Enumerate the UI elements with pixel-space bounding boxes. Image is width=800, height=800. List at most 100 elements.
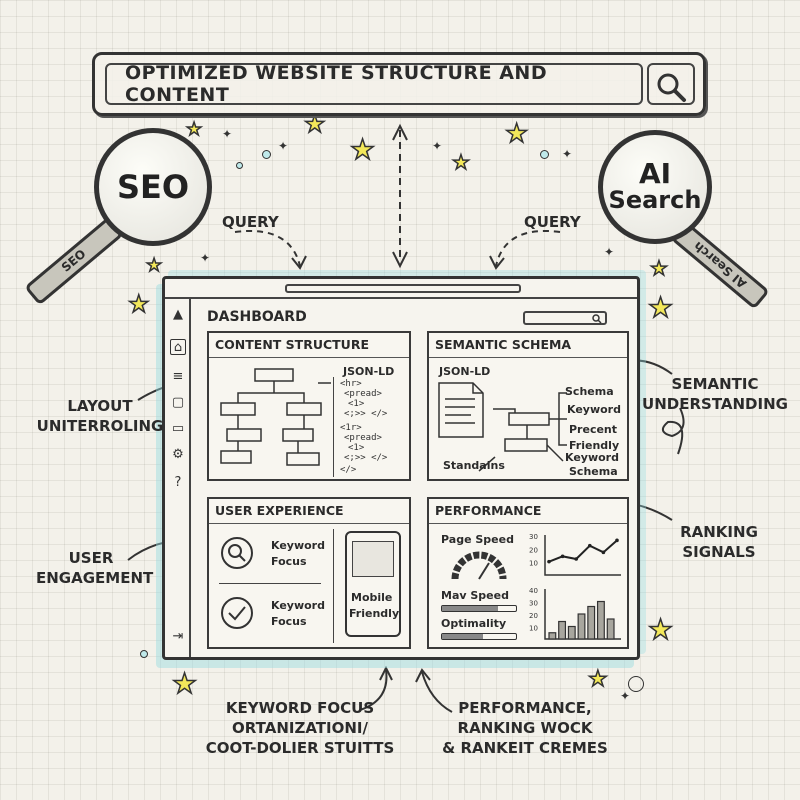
dot-icon bbox=[540, 150, 549, 159]
sparkle-icon: ✦ bbox=[432, 139, 443, 153]
home-icon[interactable]: ⌂ bbox=[170, 339, 186, 355]
schema-label: Standains bbox=[443, 459, 505, 472]
content-structure-panel[interactable]: CONTENT STRUCTURE JSON-LD <hr> <pread> <… bbox=[207, 331, 411, 481]
help-icon[interactable]: ? bbox=[174, 475, 182, 490]
callout-line: ENGAGEMENT bbox=[36, 569, 154, 587]
performance-callout: PERFORMANCE, RANKING WOCK & RANKEIT CREM… bbox=[430, 698, 620, 758]
divider bbox=[219, 583, 321, 584]
ux-item-label: Focus bbox=[271, 615, 307, 628]
line-point bbox=[547, 559, 551, 564]
panel-divider bbox=[429, 357, 627, 358]
star-icon: ★ bbox=[303, 110, 326, 138]
panel-divider bbox=[209, 357, 409, 358]
y-tick-label: 10 bbox=[529, 625, 538, 633]
optimality-fill bbox=[442, 634, 483, 639]
schema-label: Precent bbox=[569, 423, 618, 436]
gear-icon[interactable]: ⚙ bbox=[172, 447, 184, 462]
logout-icon[interactable]: ⇥ bbox=[172, 629, 184, 644]
code-line: <hr> bbox=[340, 379, 362, 389]
json-ld-label: JSON-LD bbox=[439, 365, 491, 378]
dashboard-window: ▲ ⌂ ≡ ▢ ▭ ⚙ ? ⇥ DASHBOARD CONTENT STRUCT… bbox=[162, 276, 640, 660]
query-left-label: QUERY bbox=[222, 213, 279, 231]
divider bbox=[333, 529, 334, 643]
code-line: <1r> bbox=[340, 423, 362, 433]
ai-search-magnifier-icon: AI Search bbox=[598, 130, 712, 244]
callout-line: LAYOUT bbox=[67, 397, 133, 415]
semantic-schema-title: SEMANTIC SCHEMA bbox=[435, 337, 572, 352]
schema-label: Friendly bbox=[569, 439, 620, 452]
folder-icon[interactable]: ▭ bbox=[171, 421, 185, 436]
mav-speed-label: Mav Speed bbox=[441, 589, 509, 602]
star-icon: ★ bbox=[451, 149, 470, 175]
dashboard-sidebar: ▲ ⌂ ≡ ▢ ▭ ⚙ ? ⇥ bbox=[165, 299, 191, 657]
code-line: <1> bbox=[348, 399, 365, 409]
schema-label: Keyword bbox=[567, 403, 621, 416]
bar bbox=[558, 620, 567, 640]
y-tick-label: 30 bbox=[529, 600, 538, 608]
page-title: OPTIMIZED WEBSITE STRUCTURE AND CONTENT bbox=[125, 62, 548, 106]
query-right-label: QUERY bbox=[524, 213, 581, 231]
mav-speed-bar bbox=[441, 605, 517, 612]
code-line: <pread> bbox=[344, 433, 382, 443]
sparkle-icon: ✦ bbox=[222, 127, 233, 141]
line-point bbox=[601, 550, 606, 555]
phone-screen bbox=[352, 541, 394, 577]
y-tick-label: 20 bbox=[529, 612, 538, 620]
json-ld-label: JSON-LD bbox=[343, 365, 395, 378]
logo-icon: ▲ bbox=[173, 307, 183, 322]
mobile-phone-icon: Mobile Friendly bbox=[345, 531, 401, 637]
callout-line: UNDERSTANDING bbox=[642, 395, 788, 413]
y-tick-label: 20 bbox=[529, 546, 538, 554]
dashboard-titlebar bbox=[165, 279, 637, 299]
ai-label-line2: Search bbox=[608, 186, 702, 214]
dot-icon bbox=[236, 162, 243, 169]
star-icon: ★ bbox=[649, 255, 668, 281]
bar bbox=[548, 632, 557, 640]
sparkle-icon: ✦ bbox=[200, 251, 211, 265]
mobile-label: Friendly bbox=[349, 607, 400, 620]
callout-line: KEYWORD FOCUS bbox=[225, 699, 375, 717]
address-bar bbox=[285, 284, 521, 293]
star-icon: ★ bbox=[145, 254, 163, 277]
bar bbox=[596, 600, 605, 640]
performance-panel[interactable]: PERFORMANCE Page Speed Mav Speed Optimal… bbox=[427, 497, 629, 649]
ai-label-line1: AI bbox=[638, 157, 672, 190]
bar bbox=[567, 625, 576, 640]
dashboard-title: DASHBOARD bbox=[207, 309, 307, 325]
chart-axis bbox=[544, 589, 621, 640]
code-line: <1> bbox=[348, 443, 365, 453]
list-icon[interactable]: ≡ bbox=[172, 369, 184, 384]
ux-item-label: Keyword bbox=[271, 539, 325, 552]
callout-line: RANKING bbox=[680, 523, 758, 541]
callout-line: ORTANIZATIONI/ bbox=[232, 719, 368, 737]
speed-gauge-icon bbox=[451, 551, 507, 580]
ux-item-label: Focus bbox=[271, 555, 307, 568]
line-series bbox=[548, 539, 618, 563]
schema-diagram bbox=[438, 382, 567, 472]
callout-line: SEMANTIC bbox=[671, 375, 759, 393]
star-icon: ★ bbox=[171, 667, 198, 700]
star-icon: ★ bbox=[185, 118, 203, 141]
dashboard-search-input[interactable] bbox=[523, 311, 607, 325]
ranking-callout: RANKING SIGNALS bbox=[664, 522, 774, 562]
sparkle-icon: ✦ bbox=[278, 139, 289, 153]
panel-divider bbox=[429, 523, 627, 524]
panel-divider bbox=[209, 523, 409, 524]
callout-line: SIGNALS bbox=[682, 543, 756, 561]
code-line: <;>> </> bbox=[344, 409, 388, 419]
file-icon[interactable]: ▢ bbox=[171, 395, 185, 410]
code-line: </> bbox=[340, 465, 357, 475]
ux-item-label: Keyword bbox=[271, 599, 325, 612]
mav-speed-fill bbox=[442, 606, 498, 611]
checkmark-circle-icon bbox=[221, 597, 253, 629]
chart-axis bbox=[544, 535, 621, 576]
semantic-schema-panel[interactable]: SEMANTIC SCHEMA JSON-LD Schema Keyword P… bbox=[427, 331, 629, 481]
optimality-label: Optimality bbox=[441, 617, 507, 630]
code-line: <;>> </> bbox=[344, 453, 388, 463]
mobile-label: Mobile bbox=[351, 591, 393, 604]
star-icon: ★ bbox=[647, 613, 674, 646]
search-circle-icon bbox=[221, 537, 253, 569]
user-experience-panel[interactable]: USER EXPERIENCE Keyword Focus Keyword Fo… bbox=[207, 497, 411, 649]
